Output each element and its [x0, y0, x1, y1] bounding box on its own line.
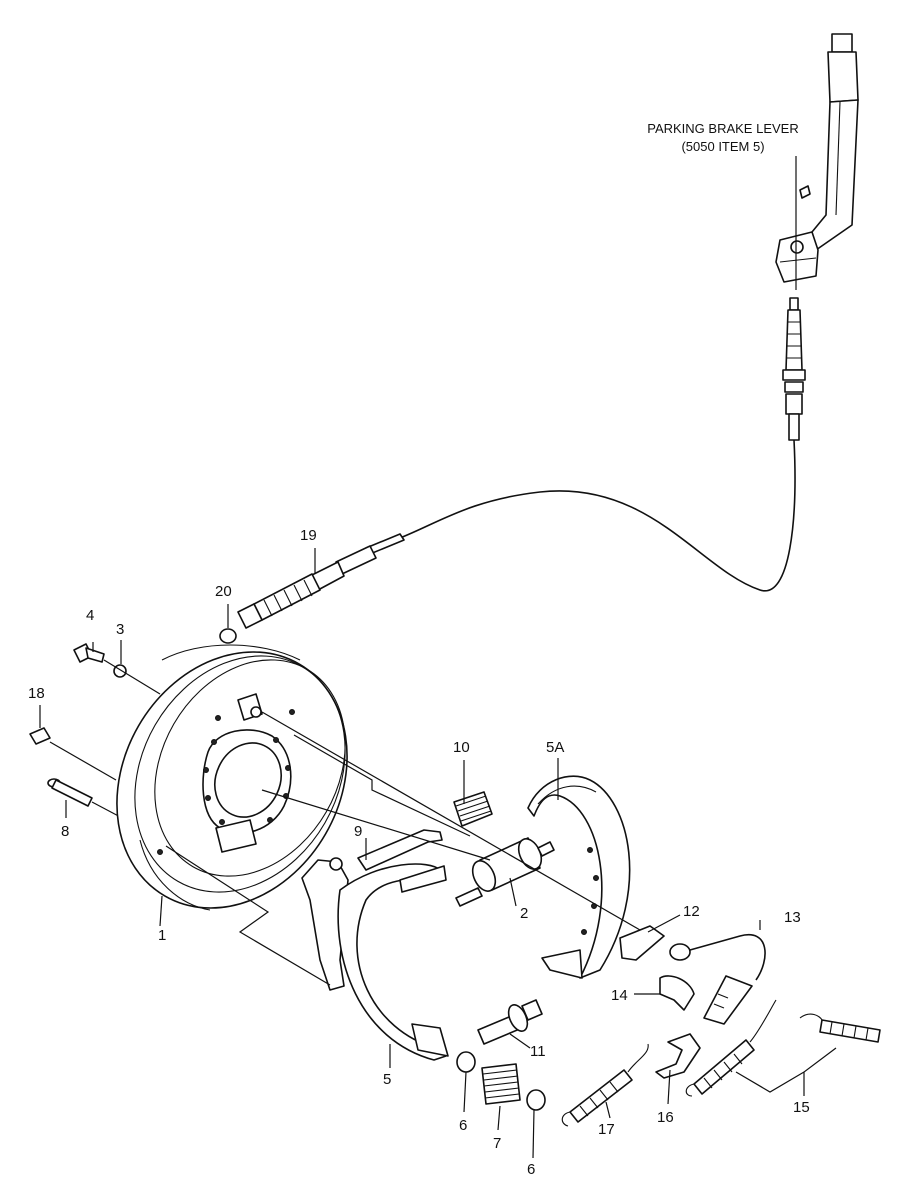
- washer-6-a: [456, 1051, 476, 1073]
- return-spring-15-b: [799, 1013, 881, 1043]
- callout-10: 10: [453, 739, 470, 756]
- brake-shoe-5: [337, 863, 449, 1061]
- callout-18: 18: [28, 685, 45, 702]
- callout-6a: 6: [459, 1117, 467, 1134]
- guide-plate-12: [619, 925, 665, 961]
- adjuster-strut-11: [477, 999, 543, 1045]
- parking-brake-cable: [399, 439, 796, 592]
- callout-1: 1: [158, 927, 166, 944]
- callout-9: 9: [354, 823, 362, 840]
- callout-leaders: [39, 156, 837, 1159]
- callout-12: 12: [683, 903, 700, 920]
- parking-brake-lever: [775, 33, 859, 283]
- callout-4: 4: [86, 607, 94, 624]
- adjuster-cable-13: [669, 933, 766, 1025]
- callout-7: 7: [493, 1135, 501, 1152]
- callout-3: 3: [116, 621, 124, 638]
- callout-8: 8: [61, 823, 69, 840]
- clevis-pin-8: [47, 778, 93, 807]
- adjuster-pawl-14: [659, 975, 695, 1011]
- return-spring-17: [561, 1043, 649, 1127]
- assembly-guide-lines: [165, 711, 641, 986]
- callout-5: 5: [383, 1071, 391, 1088]
- callout-2: 2: [520, 905, 528, 922]
- callout-14: 14: [611, 987, 628, 1004]
- note-line-1: PARKING BRAKE LEVER: [647, 121, 798, 136]
- note-line-2: (5050 ITEM 5): [681, 139, 764, 154]
- actuator-lever-9: [357, 829, 443, 871]
- callout-16: 16: [657, 1109, 674, 1126]
- brake-drum-1: [116, 644, 348, 911]
- washer-6-b: [526, 1089, 546, 1111]
- parking-lever: [301, 859, 349, 991]
- adjuster-bracket-16: [655, 1033, 701, 1079]
- callout-20: 20: [215, 583, 232, 600]
- wheel-cylinder-2: [455, 837, 555, 907]
- cable-assembly-19: [237, 533, 405, 629]
- snap-ring-20: [219, 628, 237, 644]
- return-spring-15-a: [685, 999, 777, 1097]
- callout-11: 11: [530, 1043, 546, 1060]
- pin-18: [29, 727, 51, 745]
- spring-7: [481, 1063, 521, 1105]
- callout-15: 15: [793, 1099, 810, 1116]
- callout-6b: 6: [527, 1161, 535, 1178]
- bolt-4: [73, 643, 105, 663]
- callout-5a: 5A: [546, 739, 564, 756]
- brake-shoe-5a: [527, 775, 631, 979]
- callout-19: 19: [300, 527, 317, 544]
- callout-17: 17: [598, 1121, 615, 1138]
- cable-end-fitting: [782, 297, 806, 441]
- callout-13: 13: [784, 909, 801, 926]
- spring-10: [453, 791, 493, 827]
